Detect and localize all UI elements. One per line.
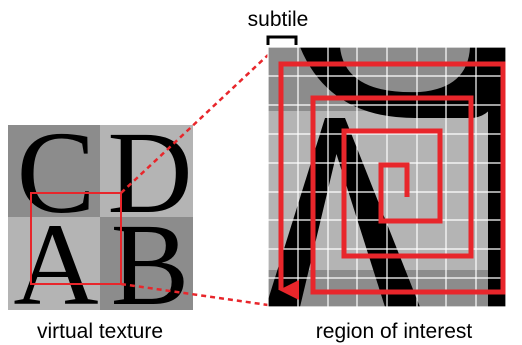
spiral-traversal-path [278, 61, 506, 300]
quadrant-bottom-right [100, 217, 193, 310]
connector-line-bottom [120, 282, 269, 307]
letter-c: C [17, 107, 96, 238]
subtile-grid [267, 46, 507, 308]
virtual-texture-caption: virtual texture [37, 320, 163, 343]
quadrant-bottom-left [8, 217, 100, 310]
connector-line-top [120, 54, 269, 194]
letter-a: A [13, 199, 98, 330]
letter-b: B [111, 199, 190, 330]
region-of-interest-caption: region of interest [316, 320, 473, 343]
roi-letter-a-left-stroke [268, 118, 345, 307]
subtile-label: subtile [248, 8, 309, 31]
roi-highlight-box [30, 192, 122, 285]
subtile-bracket [266, 35, 298, 45]
virtual-texture: C D A B [8, 107, 193, 330]
roi-letter-a-right-stroke [325, 118, 420, 307]
quadrant-top-left [8, 125, 100, 217]
quadrant-top-right [100, 125, 193, 217]
